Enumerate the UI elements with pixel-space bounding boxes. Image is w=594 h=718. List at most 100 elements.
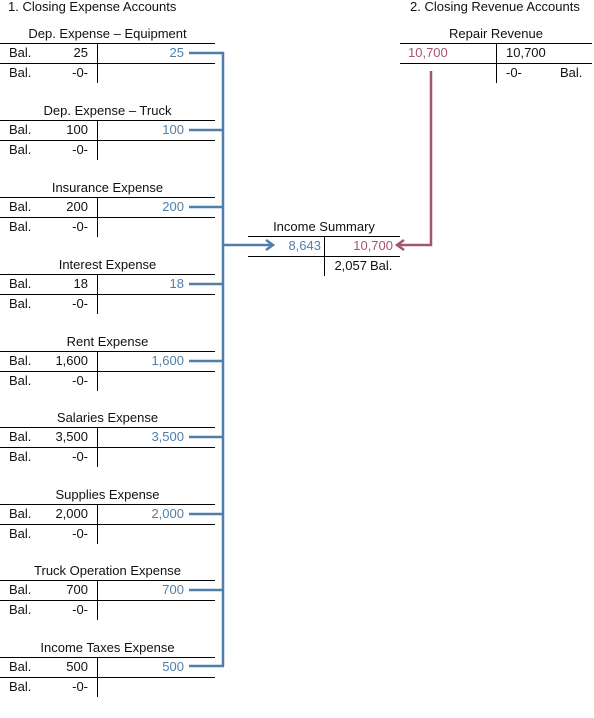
t-account-top-line — [0, 197, 215, 198]
expense-account-supplies: Supplies Expense Bal. 2,000 2,000 Bal. -… — [0, 487, 215, 565]
t-account-divider — [0, 140, 215, 141]
t-account-center-line — [496, 43, 497, 83]
balance-label: Bal. — [560, 65, 583, 80]
closing-credit: 1,600 — [151, 353, 184, 368]
balance-label: Bal. — [9, 373, 32, 388]
balance-label: Bal. — [9, 353, 32, 368]
t-account-top-line — [0, 504, 215, 505]
zero-balance: -0- — [72, 142, 88, 157]
t-account-top-line — [0, 657, 215, 658]
zero-balance: -0- — [72, 602, 88, 617]
t-account-center-line — [97, 427, 98, 467]
t-account-top-line — [0, 274, 215, 275]
account-title: Supplies Expense — [55, 487, 160, 502]
t-account-top-line — [0, 427, 215, 428]
balance-label: Bal. — [9, 659, 32, 674]
expense-section-title: 1. Closing Expense Accounts — [8, 0, 177, 14]
expense-account-interest: Interest Expense Bal. 18 18 Bal. -0- — [0, 257, 215, 335]
closing-credit: 100 — [162, 122, 184, 137]
t-account-divider — [0, 447, 215, 448]
t-account-divider — [0, 524, 215, 525]
income-summary-balance: 2,057 — [334, 258, 367, 273]
balance-label: Bal. — [9, 65, 32, 80]
t-account-divider — [0, 600, 215, 601]
zero-balance: -0- — [72, 679, 88, 694]
debit-balance: 2,000 — [55, 506, 88, 521]
account-title: Truck Operation Expense — [34, 563, 181, 578]
closing-flow-connectors — [189, 51, 433, 668]
t-account-divider — [0, 677, 215, 678]
t-account-top-line — [0, 580, 215, 581]
repair-revenue-closing-debit: 10,700 — [408, 45, 448, 60]
t-account-divider — [0, 294, 215, 295]
t-account-top-line — [0, 120, 215, 121]
account-title: Interest Expense — [58, 257, 157, 272]
balance-label: Bal. — [9, 296, 32, 311]
account-title: Rent Expense — [66, 334, 149, 349]
closing-credit: 25 — [169, 45, 184, 60]
debit-balance: 1,600 — [55, 353, 88, 368]
expense-account-insurance: Insurance Expense Bal. 200 200 Bal. -0- — [0, 180, 215, 258]
t-account-top-line — [0, 43, 215, 44]
zero-balance: -0- — [72, 449, 88, 464]
expense-account-income-taxes: Income Taxes Expense Bal. 500 500 Bal. -… — [0, 640, 215, 718]
expense-account-rent: Rent Expense Bal. 1,600 1,600 Bal. -0- — [0, 334, 215, 412]
balance-label: Bal. — [9, 506, 32, 521]
revenue-section-title: 2. Closing Revenue Accounts — [410, 0, 580, 14]
balance-label: Bal. — [9, 602, 32, 617]
expense-arrowhead — [265, 238, 276, 252]
t-account-top-line — [0, 351, 215, 352]
income-summary-debit: 8,643 — [288, 238, 321, 253]
balance-label: Bal. — [9, 219, 32, 234]
t-account-center-line — [97, 43, 98, 83]
balance-label: Bal. — [9, 526, 32, 541]
closing-credit: 2,000 — [151, 506, 184, 521]
account-title: Income Summary — [273, 219, 375, 234]
revenue-closing-lines — [394, 71, 433, 252]
closing-credit: 3,500 — [151, 429, 184, 444]
expense-account-truck-operation: Truck Operation Expense Bal. 700 700 Bal… — [0, 563, 215, 641]
repair-revenue-balance: 10,700 — [506, 45, 546, 60]
expense-closing-lines — [189, 51, 276, 668]
debit-balance: 200 — [66, 199, 88, 214]
closing-credit: 200 — [162, 199, 184, 214]
balance-label: Bal. — [9, 122, 32, 137]
account-title: Insurance Expense — [51, 180, 164, 195]
t-account-divider — [0, 371, 215, 372]
account-title: Income Taxes Expense — [40, 640, 175, 655]
account-title: Dep. Expense – Truck — [43, 103, 172, 118]
balance-label: Bal. — [9, 582, 32, 597]
debit-balance: 700 — [66, 582, 88, 597]
account-title: Dep. Expense – Equipment — [28, 26, 187, 41]
balance-label: Bal. — [9, 142, 32, 157]
revenue-arrowhead — [394, 238, 405, 252]
debit-balance: 100 — [66, 122, 88, 137]
expense-account-salaries: Salaries Expense Bal. 3,500 3,500 Bal. -… — [0, 410, 215, 488]
t-account-center-line — [97, 197, 98, 237]
t-account-center-line — [97, 580, 98, 620]
zero-balance: -0- — [72, 373, 88, 388]
t-account-center-line — [97, 274, 98, 314]
closing-credit: 500 — [162, 659, 184, 674]
zero-balance: -0- — [72, 219, 88, 234]
income-summary-account: Income Summary 8,643 10,700 2,057 Bal. — [248, 219, 400, 279]
revenue-to-summary-line — [398, 71, 433, 247]
zero-balance: -0- — [72, 65, 88, 80]
income-summary-credit: 10,700 — [353, 238, 393, 253]
debit-balance: 25 — [73, 45, 88, 60]
t-account-divider — [0, 63, 215, 64]
balance-label: Bal. — [9, 276, 32, 291]
zero-balance: -0- — [72, 296, 88, 311]
debit-balance: 18 — [73, 276, 88, 291]
repair-revenue-zero: -0- — [506, 65, 522, 80]
t-account-center-line — [97, 657, 98, 697]
balance-label: Bal. — [370, 258, 393, 273]
account-title: Salaries Expense — [56, 410, 159, 425]
balance-label: Bal. — [9, 199, 32, 214]
closing-credit: 18 — [169, 276, 184, 291]
account-title: Repair Revenue — [449, 26, 543, 41]
debit-balance: 3,500 — [55, 429, 88, 444]
t-account-center-line — [97, 351, 98, 391]
t-account-center-line — [324, 236, 325, 276]
t-account-center-line — [97, 504, 98, 544]
